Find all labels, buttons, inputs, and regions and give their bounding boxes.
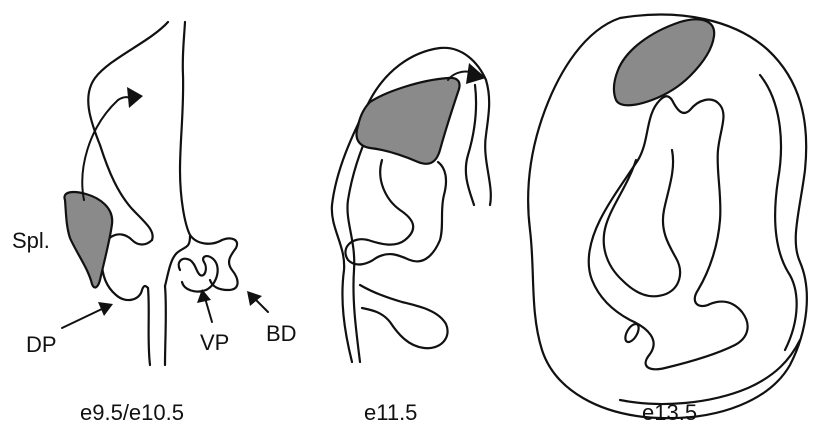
stomach-inner-lower-3 <box>620 340 800 404</box>
label-bile-duct: BD <box>266 321 297 346</box>
pancreas-tissue-3 <box>589 96 748 369</box>
ventral-pancreas-bud <box>179 256 218 291</box>
gut-tube-lower-right <box>165 286 166 365</box>
stomach-inner-right <box>466 85 476 205</box>
label-ventral-pancreas: VP <box>200 330 229 355</box>
pancreas-lobe-2 <box>345 160 446 264</box>
stage-label-3: e13.5 <box>642 400 697 425</box>
stage-e13-5 <box>528 15 807 419</box>
label-dorsal-pancreas: DP <box>26 332 57 357</box>
ventral-pancreas-bud-2 <box>360 285 448 348</box>
small-bud-3 <box>623 322 642 344</box>
dorsal-pancreas-inner <box>165 236 190 286</box>
gut-tube-right-wall <box>180 22 222 244</box>
spleen-migration-arrowhead <box>127 87 143 108</box>
stomach-inner-3 <box>760 75 797 350</box>
dp-pointer-line <box>62 308 104 328</box>
spleen-primordium-3 <box>614 19 714 105</box>
vp-pointer-line <box>205 298 212 322</box>
spleen-primordium-2 <box>357 78 460 164</box>
stage-label-2: e11.5 <box>364 400 417 425</box>
spleen-primordium-1 <box>64 192 112 287</box>
label-spleen: Spl. <box>12 228 50 253</box>
pancreas-inner-duct-3 <box>604 150 680 296</box>
gut-tube-lower-left <box>148 288 150 365</box>
stage-e11-5 <box>332 48 491 362</box>
stage-label-1: e9.5/e10.5 <box>80 400 184 425</box>
